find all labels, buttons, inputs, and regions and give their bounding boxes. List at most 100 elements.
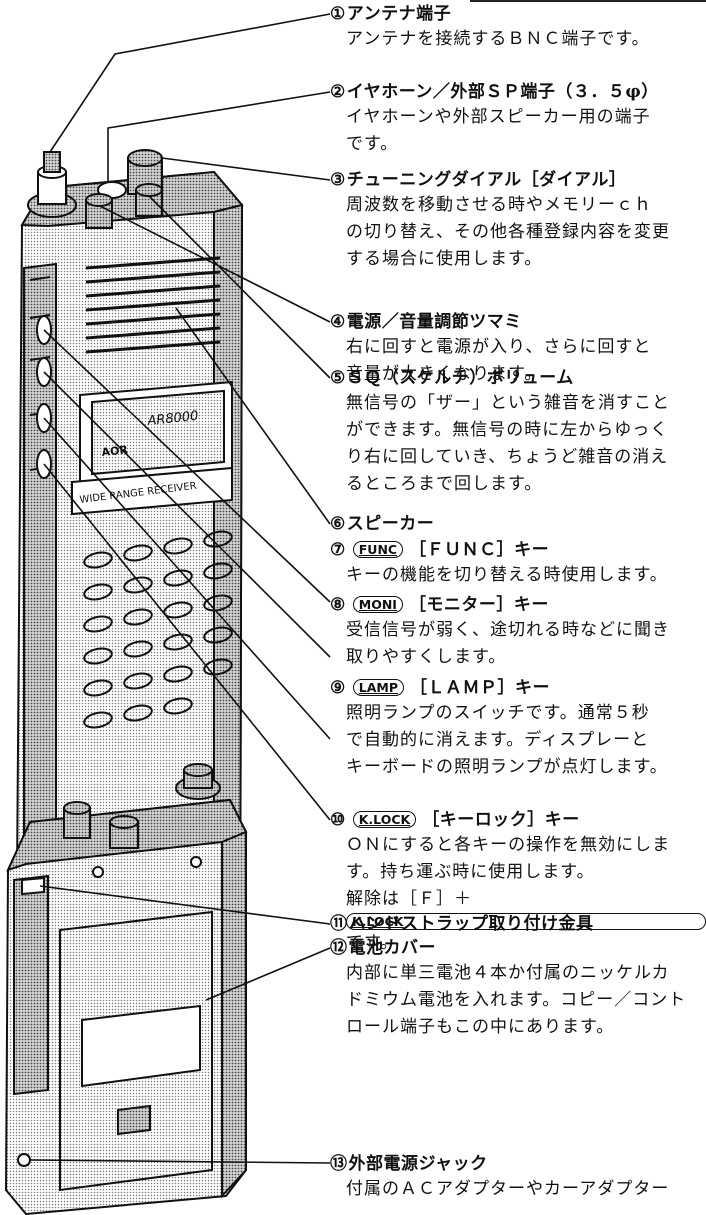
moni-key-icon: MONI [352,596,403,613]
callout-description: 照明ランプのスイッチです。通常５秒 で自動的に消えます。ディスプレーと キーボー… [330,700,706,781]
callout-8: ⑧ MONI ［モニター］キー 受信信号が弱く、途切れる時などに聞き 取りやすくしま… [330,593,706,671]
callout-heading: スピーカー [346,514,435,534]
model-label: AR8000 [146,409,199,429]
callout-number: ④ [330,312,346,332]
callout-heading: ［モニター］キー [408,595,549,615]
description-line: 右に回すと電源が入り、さらに回すと [346,337,652,357]
description-line: るところまで回します。 [346,474,543,494]
leader-2 [107,91,331,182]
callout-2: ②イヤホーン／外部ＳＰ端子（３．５φ） イヤホーンや外部スピーカー用の端子 です… [330,80,706,158]
leader-6 [175,307,331,525]
leader-4 [99,205,331,323]
callout-heading: 電源／音量調節ツマミ [346,312,522,332]
back-radio [4,763,248,1215]
callout-number: ⑦ [330,540,346,560]
lamp-key-icon: LAMP [352,679,404,696]
description-line: の切り替え、その他各種登録内容を変更 [346,222,670,242]
callout-title: ⑧ MONI ［モニター］キー [330,593,706,617]
description-line: です。 [346,134,399,154]
callout-description: ＯＮにすると各キーの操作を無効にしま す。持ち運ぶ時に使用します。 解除は［Ｆ］… [330,832,706,957]
description-line: 照明ランプのスイッチです。通常５秒 [346,703,650,723]
description-line: キーボードの照明ランプが点灯します。 [346,757,668,777]
callout-title: ⑤ＳＱ（スケルチ）ボリューム [330,366,706,390]
leader-11 [39,885,331,925]
callout-title: ③チューニングダイアル［ダイアル］ [330,168,706,192]
callout-title: ①アンテナ端子 [330,2,706,26]
description-line: する場合に使用します。 [346,249,543,269]
leader-3 [161,157,331,181]
side-keys [36,315,52,479]
description-line: 音量が大きくなります。 [346,364,543,384]
callout-description: 付属のＡＣアダプターやカーアダプター [330,1176,706,1203]
leader-13 [29,1159,331,1164]
callout-title: ⑬外部電源ジャック [330,1152,706,1176]
callout-number: ⑪ [330,914,348,934]
description-line: ＯＮにすると各キーの操作を無効にしま [346,835,671,855]
callout-number: ⑥ [330,514,346,534]
description-line: ドミウム電池を入れます。コピー／コント [346,990,687,1010]
description-line: 付属のＡＣアダプターやカーアダプター [346,1179,670,1199]
callout-heading: チューニングダイアル［ダイアル］ [346,170,627,190]
callout-12: ⑫電池カバー 内部に単三電池４本か付属のニッケルカ ドミウム電池を入れます。コピ… [330,936,706,1041]
leader-12 [205,947,331,1001]
callout-11: ⑪ハンドストラップ取り付け金具 [330,912,706,936]
top-rule [470,0,706,2]
description-line: キーの機能を切り替える時使用します。 [346,565,668,585]
callout-heading: ［ＬＡＭＰ］キー [410,678,550,698]
callout-description: 無信号の「ザー」という雑音を消すこと ができます。無信号の時に左からゆっく り右… [330,390,706,498]
callout-number: ⑬ [330,1154,348,1174]
antenna-connector [27,151,77,218]
callout-title: ⑪ハンドストラップ取り付け金具 [330,912,706,936]
callout-number: ⑨ [330,678,346,698]
leader-lines [29,13,331,1164]
description-line: ロール端子もこの中にあります。 [346,1017,615,1037]
callout-number: ⑫ [330,938,348,958]
callout-description: キーの機能を切り替える時使用します。 [330,562,706,589]
callout-description: 周波数を移動させる時やメモリーｃｈ の切り替え、その他各種登録内容を変更 する場… [330,192,706,273]
func-key-icon: FUNC [352,541,404,558]
leader-1 [49,13,331,153]
description-line: イヤホーンや外部スピーカー用の端子 [346,107,651,127]
callout-number: ③ [330,170,346,190]
callout-heading: ［ＦＵＮＣ］キー [409,540,550,560]
callout-number: ② [330,82,346,102]
description-line: 取りやすくします。 [346,647,507,667]
description-line: す。持ち運ぶ時に使用します。 [346,862,595,882]
squelch-knob [135,183,163,217]
callout-description: 内部に単三電池４本か付属のニッケルカ ドミウム電池を入れます。コピー／コント ロ… [330,960,706,1041]
callout-heading: 外部電源ジャック [348,1154,488,1174]
callout-7: ⑦ FUNC ［ＦＵＮＣ］キー キーの機能を切り替える時使用します。 [330,538,706,589]
callout-number: ① [330,4,346,24]
callout-3: ③チューニングダイアル［ダイアル］ 周波数を移動させる時やメモリーｃｈ の切り替… [330,168,706,273]
description-line: 周波数を移動させる時やメモリーｃｈ [346,195,652,215]
leader-8 [43,371,331,658]
callout-13: ⑬外部電源ジャック 付属のＡＣアダプターやカーアダプター [330,1152,706,1203]
description-line: り右に回していき、ちょうど雑音の消え [346,447,669,467]
callout-1: ①アンテナ端子 アンテナを接続するＢＮＣ端子です。 [330,2,706,53]
callout-6: ⑥スピーカー [330,512,706,536]
callout-heading: ＳＱ（スケルチ）ボリューム [346,368,574,388]
tuning-dial [127,149,163,195]
leader-9 [43,417,331,740]
callout-number: ⑧ [330,595,346,615]
klock-key-icon: K.LOCK [352,811,417,828]
power-jack [17,1153,31,1167]
front-keypad [83,530,233,729]
release-prefix: 解除は［Ｆ］＋ [346,889,472,909]
callout-title: ④電源／音量調節ツマミ [330,310,706,334]
callout-title: ⑥スピーカー [330,512,706,536]
speaker-grille [85,256,221,354]
callout-description: イヤホーンや外部スピーカー用の端子 です。 [330,104,706,158]
callout-heading: ハンドストラップ取り付け金具 [348,914,594,934]
description-line: 受信信号が弱く、途切れる時などに聞き [346,620,670,640]
callout-title: ⑦ FUNC ［ＦＵＮＣ］キー [330,538,706,562]
callout-title: ⑫電池カバー [330,936,706,960]
callout-description: 右に回すと電源が入り、さらに回すと 音量が大きくなります。 [330,334,706,388]
callout-heading: ［キーロック］キー [422,810,580,830]
callout-description: 受信信号が弱く、途切れる時などに聞き 取りやすくします。 [330,617,706,671]
back-belt-clip [13,874,49,1096]
description-line: 内部に単三電池４本か付属のニッケルカ [346,963,670,983]
